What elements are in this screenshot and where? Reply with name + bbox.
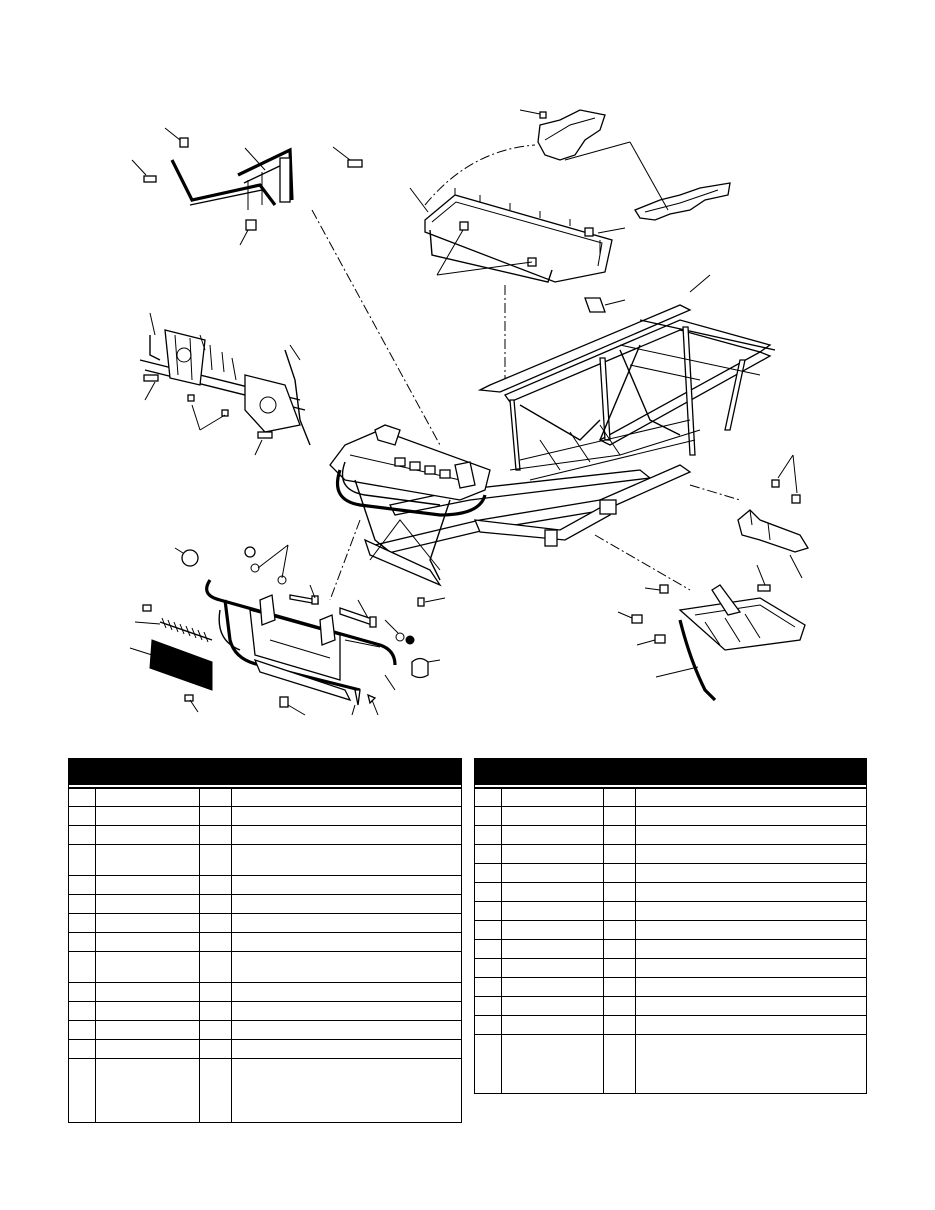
rear-bracket-assembly <box>139 329 311 446</box>
table-row <box>69 982 461 1002</box>
table-row <box>69 1020 461 1040</box>
seat-pan-part <box>424 188 613 283</box>
table-header <box>475 759 866 785</box>
right-bracket-part <box>737 509 809 579</box>
rack-bolt-top <box>164 127 189 148</box>
shroud-lower <box>634 182 731 221</box>
table-row <box>69 1001 461 1021</box>
table-row <box>475 825 866 845</box>
grille-mesh-part <box>129 639 213 691</box>
table-row <box>69 806 461 826</box>
table-row <box>475 844 866 864</box>
table-body <box>475 787 866 1093</box>
right-bracket-bolts <box>771 454 801 504</box>
atv-frame-exploded-diagram <box>129 109 809 716</box>
alignment-lines <box>311 144 741 601</box>
shroud-screw <box>519 109 547 119</box>
table-row <box>475 882 866 902</box>
rack-bolt-bottom <box>239 219 257 246</box>
table-row <box>69 875 461 895</box>
table-row <box>69 788 461 807</box>
table-row <box>475 920 866 940</box>
table-row <box>475 939 866 959</box>
table-body <box>69 787 461 1122</box>
bumper-hardware <box>142 544 446 716</box>
table-row <box>69 1058 461 1078</box>
table-row <box>475 1034 866 1054</box>
spring-part <box>134 617 213 643</box>
rack-bolt-right <box>332 146 363 168</box>
table-row <box>69 932 461 952</box>
table-row <box>475 996 866 1016</box>
table-row <box>69 1039 461 1059</box>
rear-rack-part <box>170 147 294 210</box>
table-row <box>69 844 461 876</box>
table-row <box>69 913 461 933</box>
right-footrest-part <box>655 584 806 702</box>
small-bracket-part <box>584 297 626 313</box>
table-row <box>475 958 866 978</box>
parts-table-left <box>68 758 462 1123</box>
table-row <box>475 901 866 921</box>
table-row <box>475 863 866 883</box>
table-row <box>475 1015 866 1035</box>
table-row <box>69 825 461 845</box>
table-header <box>69 759 461 785</box>
rack-bolt-left <box>131 159 157 183</box>
shroud-upper <box>537 109 606 161</box>
parts-table-right <box>474 758 867 1094</box>
table-row <box>69 951 461 983</box>
main-frame <box>329 304 776 587</box>
table-row <box>475 977 866 997</box>
table-row <box>475 788 866 807</box>
front-bumper-part <box>205 579 397 702</box>
table-row <box>475 806 866 826</box>
table-row <box>69 894 461 914</box>
